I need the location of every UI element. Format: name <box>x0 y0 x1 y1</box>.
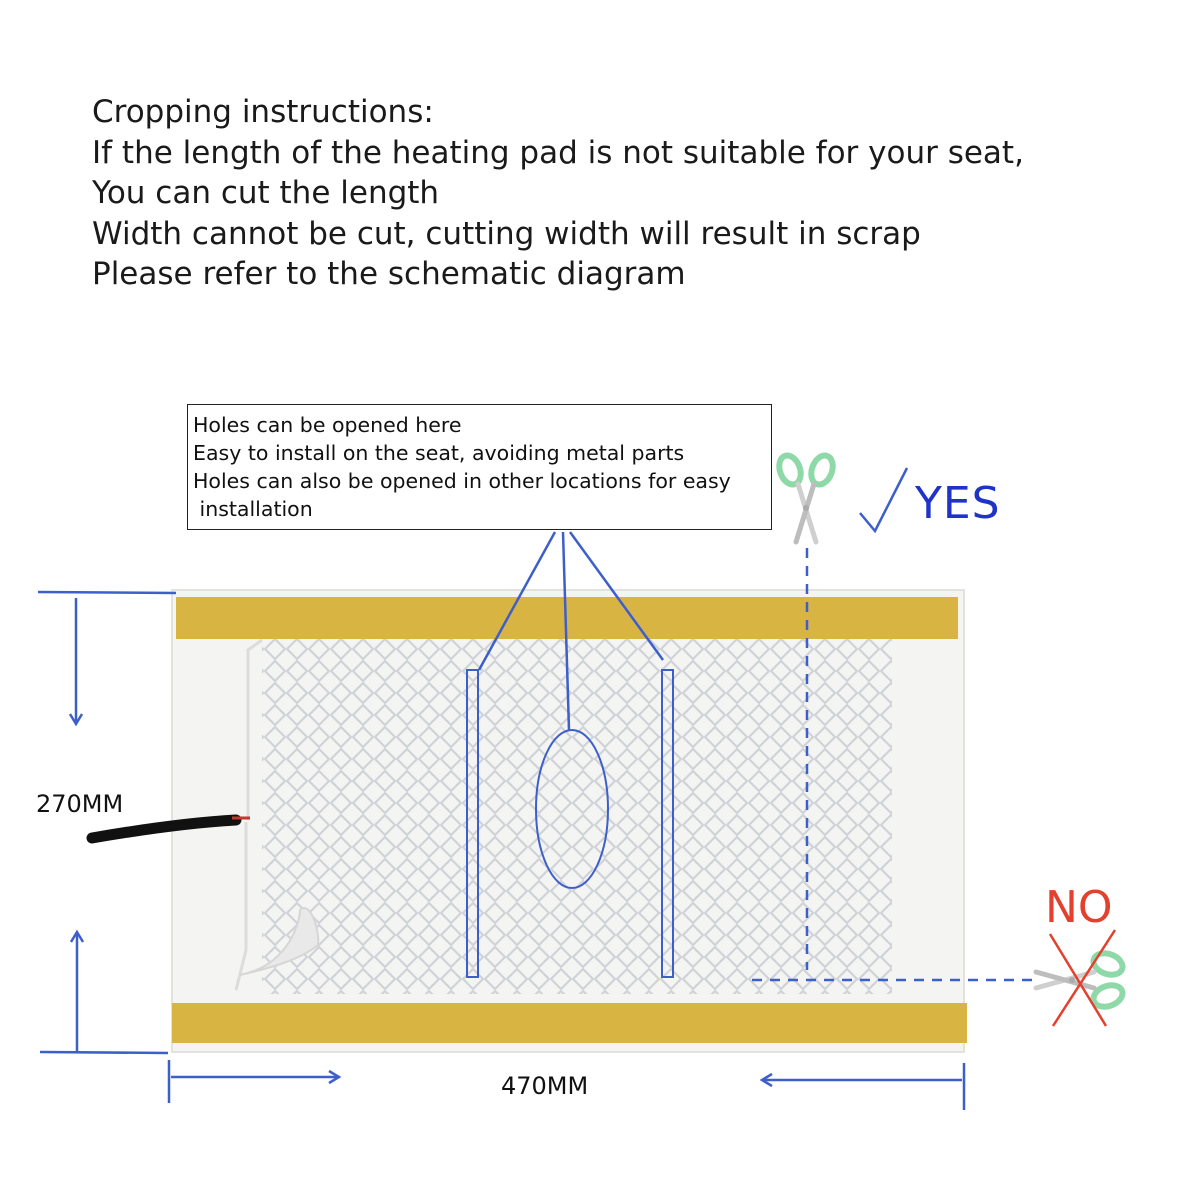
callout-line-2: Easy to install on the seat, avoiding me… <box>193 441 685 465</box>
instruction-line-3: You can cut the length <box>92 175 440 211</box>
callout-line-1: Holes can be opened here <box>193 413 462 437</box>
instruction-line-2: If the length of the heating pad is not … <box>92 134 1024 171</box>
leader-line-left <box>477 531 557 671</box>
height-dim-top-tick <box>37 590 177 595</box>
heating-element-mesh <box>262 622 892 994</box>
height-dim-bottom-arrowhead <box>69 929 85 943</box>
power-cable <box>86 814 242 844</box>
hole-slot-left <box>466 669 479 978</box>
leader-line-right <box>568 531 665 661</box>
yes-label: YES <box>915 478 1001 529</box>
scissors-icon <box>776 452 836 545</box>
instruction-line-5: Please refer to the schematic diagram <box>92 256 686 292</box>
instruction-line-1: Cropping instructions: <box>92 94 434 130</box>
width-dim-left-arrowhead <box>328 1069 342 1085</box>
scissors-icon <box>1033 950 1126 1010</box>
height-dim-bottom-tick <box>39 1050 169 1055</box>
wire-coil <box>239 907 320 976</box>
width-dimension-label: 470MM <box>501 1072 589 1100</box>
holes-callout-box: Holes can be opened here Easy to install… <box>187 404 772 530</box>
hole-oval-center <box>535 729 609 889</box>
instruction-line-4: Width cannot be cut, cutting width will … <box>92 215 921 252</box>
callout-line-3: Holes can also be opened in other locati… <box>193 469 731 493</box>
hole-slot-right <box>661 669 674 978</box>
height-dimension-label: 270MM <box>36 790 124 818</box>
lead-wire <box>234 638 263 991</box>
no-label: NO <box>1045 882 1113 933</box>
checkmark-icon <box>859 467 909 534</box>
leader-line-center <box>561 531 571 731</box>
callout-line-4: installation <box>193 497 313 521</box>
bottom-adhesive-strip <box>172 1003 967 1043</box>
height-dim-top-arrowhead <box>68 713 84 727</box>
cross-icon <box>1048 929 1117 1027</box>
cropping-instructions: Cropping instructions: If the length of … <box>92 92 1092 295</box>
width-dim-right-arrowhead <box>759 1072 773 1088</box>
